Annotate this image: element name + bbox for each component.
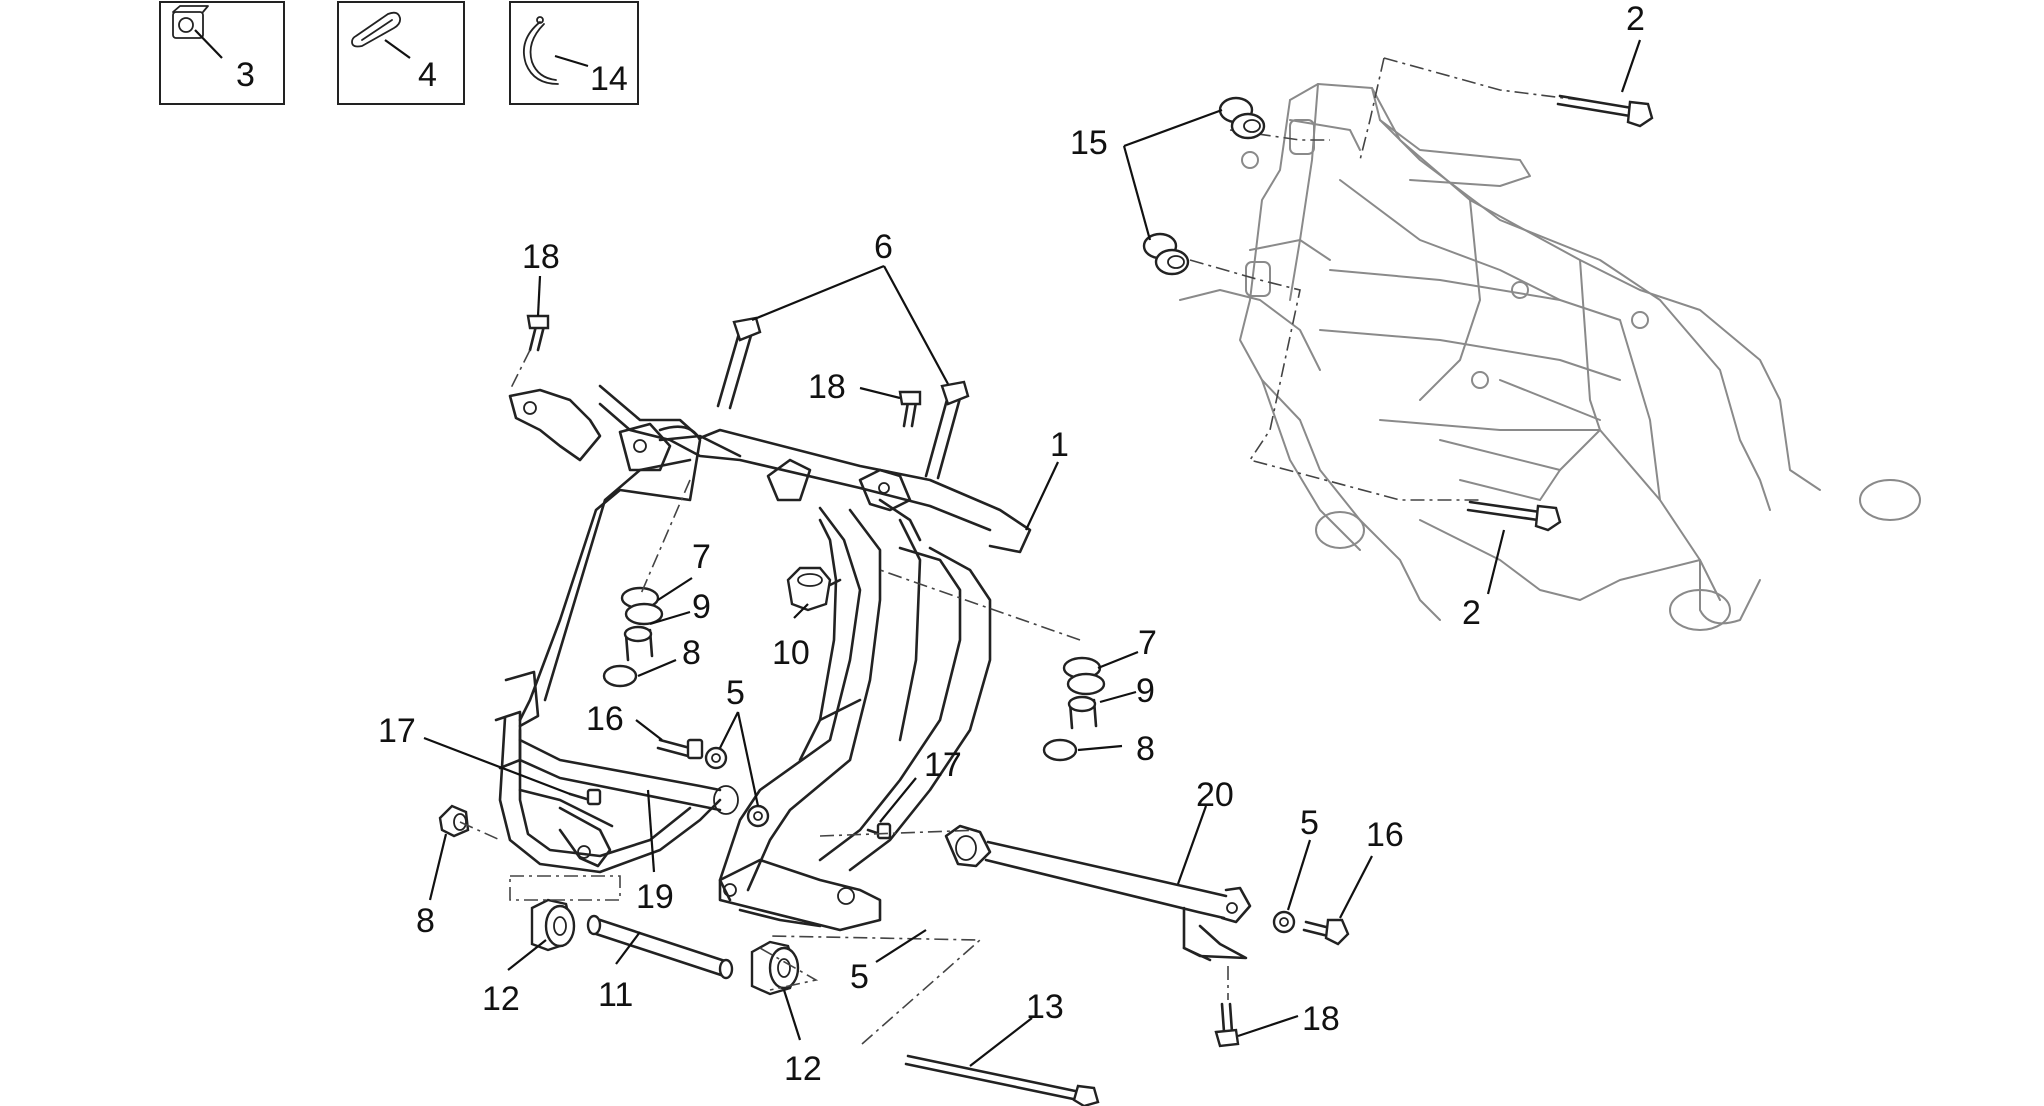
nut-8-lower-left — [438, 804, 470, 838]
bolt-16-left — [656, 738, 704, 760]
callout-12-left: 12 — [482, 980, 520, 1018]
spacer-12-left — [530, 898, 576, 952]
bolt-6-right — [924, 380, 970, 480]
callout-12-center: 12 — [784, 1050, 822, 1088]
callout-2-bottom: 2 — [1462, 594, 1481, 632]
callout-18-bottom: 18 — [1302, 1000, 1340, 1038]
callout-8-right: 8 — [1136, 730, 1155, 768]
callout-16-right: 16 — [1366, 816, 1404, 854]
screw-17-center — [866, 822, 892, 840]
callout-5-bottom: 5 — [850, 958, 869, 996]
legend-box-rubber-pad: 4 — [337, 1, 465, 105]
bolt-6-left — [716, 316, 762, 410]
callout-18-top-left: 18 — [522, 238, 560, 276]
side-stand-20 — [944, 824, 1252, 962]
legend-box-clip-nut: 3 — [159, 1, 285, 105]
callout-17-center: 17 — [924, 746, 962, 784]
callout-9-left: 9 — [692, 588, 711, 626]
callout-10: 10 — [772, 634, 810, 672]
rubber-pad-icon — [351, 11, 402, 48]
callout-20: 20 — [1196, 776, 1234, 814]
long-bolt-13 — [769, 935, 1100, 1106]
callout-5-left: 5 — [726, 674, 745, 712]
washer-5-right — [1272, 910, 1296, 934]
callout-6: 6 — [874, 228, 893, 266]
bolt-18-top-left — [526, 314, 550, 352]
callout-15: 15 — [1070, 124, 1108, 162]
legend-box-hose-clamp: 14 — [509, 1, 639, 105]
callout-9-right: 9 — [1136, 672, 1155, 710]
legend-label-4: 4 — [418, 56, 437, 94]
rubber-mount-10 — [786, 566, 832, 612]
callout-19: 19 — [636, 878, 674, 916]
callout-1: 1 — [1050, 426, 1069, 464]
leader-lines — [423, 39, 1642, 1067]
screw-17-left — [568, 788, 602, 806]
bolt-16-right — [1302, 918, 1350, 946]
main-frame-reference — [1179, 57, 1921, 631]
bolt-lower-right — [1466, 500, 1562, 532]
rubber-bushing-lower — [1142, 232, 1190, 276]
callout-7-left: 7 — [692, 538, 711, 576]
callout-7-right: 7 — [1138, 624, 1157, 662]
callout-labels: 1 2 2 5 5 5 6 7 7 8 8 8 9 9 10 11 12 12 … — [378, 0, 1645, 1088]
callout-18-top-center: 18 — [808, 368, 846, 406]
clip-nut-icon — [172, 5, 209, 39]
callout-17-left: 17 — [378, 712, 416, 750]
alignment-lines — [459, 349, 1081, 991]
callout-5-right: 5 — [1300, 804, 1319, 842]
bolt-upper-right — [1556, 94, 1654, 128]
callout-11: 11 — [598, 976, 633, 1014]
rubber-stack-left — [602, 586, 664, 688]
subframe-assembly — [494, 384, 1032, 932]
callout-8-left: 8 — [682, 634, 701, 672]
callout-2-top: 2 — [1626, 0, 1645, 38]
bolt-18-top-center — [898, 390, 922, 428]
rubber-bushing-upper — [1218, 96, 1266, 140]
callout-8-lower-left: 8 — [416, 902, 435, 940]
bolt-18-bottom — [1214, 966, 1240, 1048]
rod-11 — [586, 914, 734, 980]
legend-label-3: 3 — [236, 56, 255, 94]
hose-clamp-icon — [522, 16, 559, 85]
legend-label-14: 14 — [590, 60, 628, 98]
washer-5-left — [704, 746, 728, 770]
washer-5-center — [746, 804, 770, 828]
callout-13: 13 — [1026, 988, 1064, 1026]
rubber-stack-right — [1042, 656, 1106, 762]
callout-16-left: 16 — [586, 700, 624, 738]
